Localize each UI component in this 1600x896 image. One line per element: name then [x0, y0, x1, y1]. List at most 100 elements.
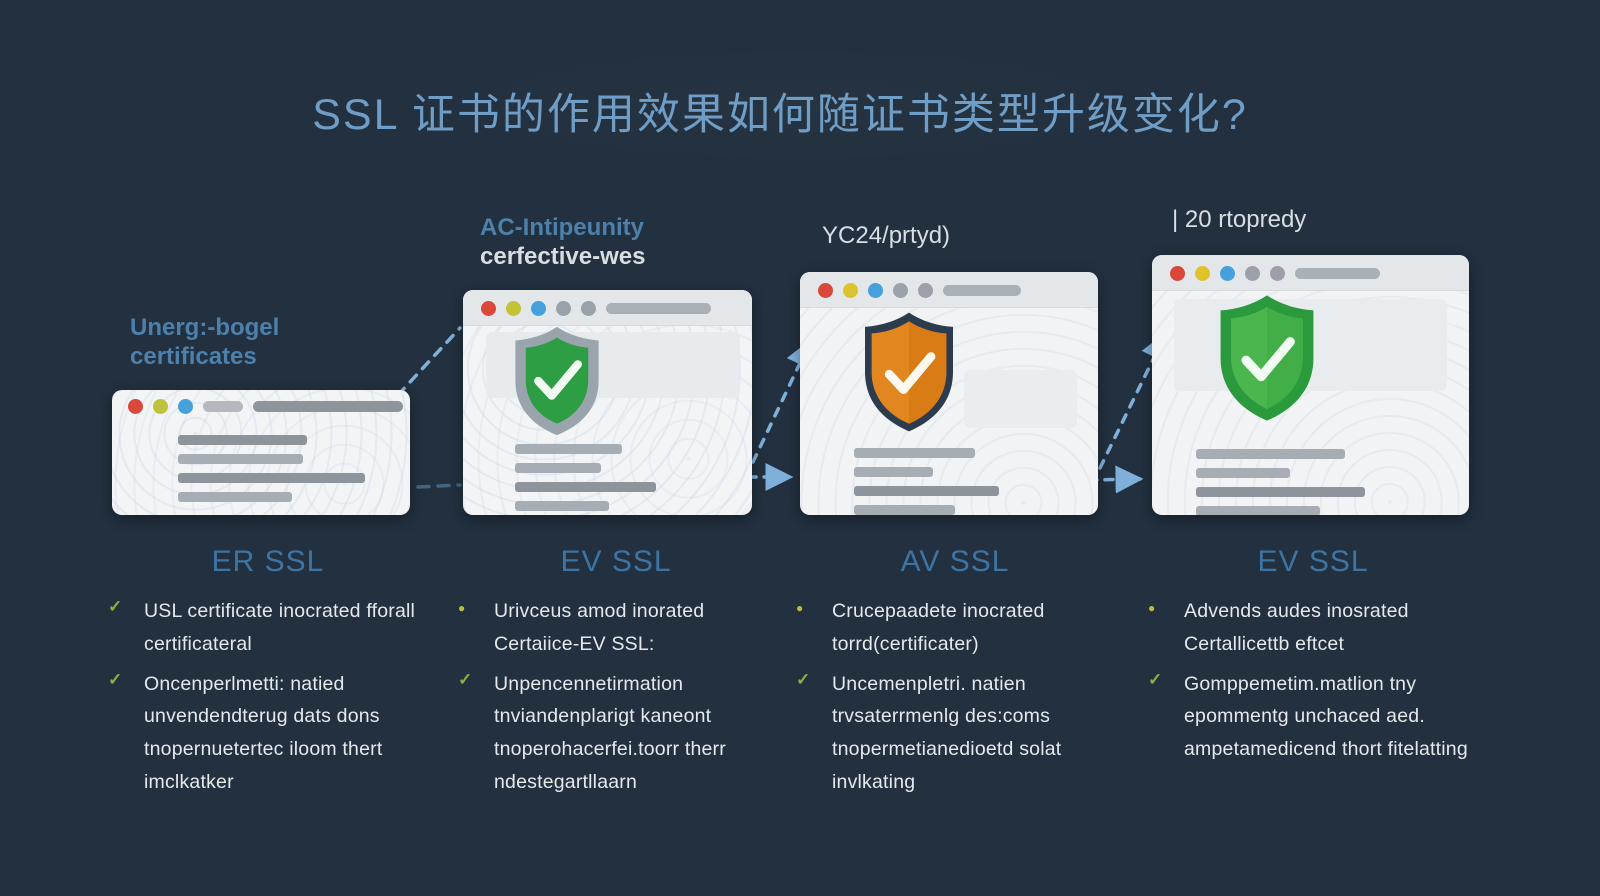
window-content — [463, 326, 752, 515]
text-line — [1196, 468, 1291, 478]
window-titlebar — [1152, 255, 1469, 291]
label-line: Unerg:-bogel — [130, 314, 280, 341]
window-control-yellow-icon — [843, 283, 858, 298]
list-item: ✓ USL certificate inocrated fforall cert… — [108, 595, 428, 661]
column-text-1: ER SSL ✓ USL certificate inocrated ffora… — [108, 545, 428, 806]
window-titlebar — [463, 290, 752, 326]
text-line — [515, 444, 622, 454]
label-line: certificates — [130, 342, 257, 370]
browser-window-4 — [1152, 255, 1469, 515]
window-control-yellow-icon — [506, 301, 521, 316]
window-control-gray-icon — [918, 283, 933, 298]
content-panel — [963, 370, 1078, 428]
list-item: ● Advends audes inosrated Certallicettb … — [1148, 595, 1478, 661]
background-glow — [420, 40, 1180, 170]
list-item: ✓ Uncemenpletri. natien trvsaterrmenlg d… — [796, 668, 1114, 799]
check-icon: ✓ — [108, 669, 123, 689]
label-line: cerfective-wes — [480, 242, 646, 270]
browser-window-2 — [463, 290, 752, 515]
text-line — [1196, 487, 1365, 497]
text-line — [515, 463, 601, 473]
text-line — [853, 448, 975, 458]
text-line — [177, 435, 307, 445]
label-line: YC24/prtyd) — [822, 222, 951, 249]
window-control-red-icon — [818, 283, 833, 298]
ssl-type-heading: AV SSL — [900, 545, 1010, 578]
window-control-blue-icon — [531, 301, 546, 316]
text-line — [853, 505, 956, 515]
label-line: AC-Intipeunity — [480, 214, 644, 241]
column-label-3: YC24/prtyd) — [822, 222, 950, 251]
window-control-red-icon — [1170, 266, 1185, 281]
bullet-list: ✓ USL certificate inocrated fforall cert… — [108, 595, 428, 799]
text-line — [853, 486, 1000, 496]
window-control-gray-icon — [1270, 266, 1285, 281]
column-text-4: EV SSL ● Advends audes inosrated Certall… — [1148, 545, 1478, 773]
list-item: ✓ Gomppemetim.matlion tny epommentg unch… — [1148, 668, 1478, 766]
dot-icon: ● — [1148, 601, 1156, 615]
shield-check-icon — [854, 310, 964, 439]
window-content — [1152, 291, 1469, 515]
bullet-text: Unpencennetirmation tnviandenplarigt kan… — [494, 672, 726, 793]
window-control-gray-icon — [893, 283, 908, 298]
list-item: ● Crucepaadete inocrated torrd(certifica… — [796, 595, 1114, 661]
text-line — [1196, 506, 1320, 515]
arrow-diagonal-1-icon — [396, 326, 462, 397]
address-bar-icon — [253, 401, 403, 412]
address-pill-icon — [203, 401, 243, 412]
browser-window-3 — [800, 272, 1098, 515]
ssl-type-heading: EV SSL — [560, 545, 672, 578]
window-content — [800, 308, 1098, 515]
bullet-text: USL certificate inocrated fforall certif… — [144, 600, 416, 655]
list-item: ✓ Oncenperlmetti: natied unvendendterug … — [108, 668, 428, 799]
dot-icon: ● — [796, 601, 804, 615]
shield-check-icon — [505, 322, 609, 445]
address-bar-icon — [606, 303, 711, 314]
window-control-gray-icon — [581, 301, 596, 316]
window-content — [112, 421, 410, 515]
window-control-gray-icon — [1245, 266, 1260, 281]
window-control-blue-icon — [868, 283, 883, 298]
browser-window-1 — [112, 390, 410, 515]
bullet-text: Advends audes inosrated Certallicettb ef… — [1184, 600, 1409, 655]
list-item: ✓ Unpencennetirmation tnviandenplarigt k… — [458, 668, 774, 799]
check-icon: ✓ — [108, 597, 123, 616]
arrow-horizontal-1-icon — [416, 483, 462, 489]
ssl-type-heading: EV SSL — [1257, 545, 1369, 578]
dot-icon: ● — [458, 601, 466, 615]
column-label-2: AC-Intipeunity cerfective-wes — [480, 214, 645, 272]
page-title: SSL 证书的作用效果如何随证书类型升级变化? — [312, 91, 1248, 139]
bullet-text: Crucepaadete inocrated torrd(certificate… — [832, 600, 1045, 655]
window-control-yellow-icon — [153, 399, 168, 414]
window-control-blue-icon — [178, 399, 193, 414]
text-line — [515, 501, 610, 511]
check-icon: ✓ — [796, 669, 811, 689]
check-icon: ✓ — [1148, 669, 1163, 689]
window-control-red-icon — [481, 301, 496, 316]
bullet-text: Oncenperlmetti: natied unvendendterug da… — [144, 672, 383, 793]
window-control-blue-icon — [1220, 266, 1235, 281]
text-line — [177, 492, 293, 502]
column-text-3: AV SSL ● Crucepaadete inocrated torrd(ce… — [796, 545, 1114, 806]
text-line — [853, 467, 934, 477]
text-line — [177, 473, 366, 483]
label-line: | 20 rtopredy — [1172, 206, 1307, 233]
ssl-type-heading: ER SSL — [211, 545, 325, 578]
column-text-2: EV SSL ● Urivceus amod inorated Certaiic… — [458, 545, 774, 806]
window-control-yellow-icon — [1195, 266, 1210, 281]
window-titlebar — [800, 272, 1098, 308]
column-label-1: Unerg:-bogel certificates — [130, 314, 279, 372]
bullet-list: ● Urivceus amod inorated Certaiice-EV SS… — [458, 595, 774, 799]
check-icon: ✓ — [458, 669, 473, 689]
bullet-text: Urivceus amod inorated Certaiice-EV SSL: — [494, 600, 705, 655]
column-label-4: | 20 rtopredy — [1172, 206, 1306, 235]
list-item: ● Urivceus amod inorated Certaiice-EV SS… — [458, 595, 774, 661]
bullet-text: Uncemenpletri. natien trvsaterrmenlg des… — [832, 672, 1062, 793]
address-bar-icon — [1295, 268, 1380, 279]
window-titlebar — [112, 390, 410, 421]
shield-check-icon — [1208, 293, 1326, 428]
text-line — [515, 482, 657, 492]
address-bar-icon — [943, 285, 1021, 296]
bullet-text: Gomppemetim.matlion tny epommentg unchac… — [1184, 672, 1468, 761]
